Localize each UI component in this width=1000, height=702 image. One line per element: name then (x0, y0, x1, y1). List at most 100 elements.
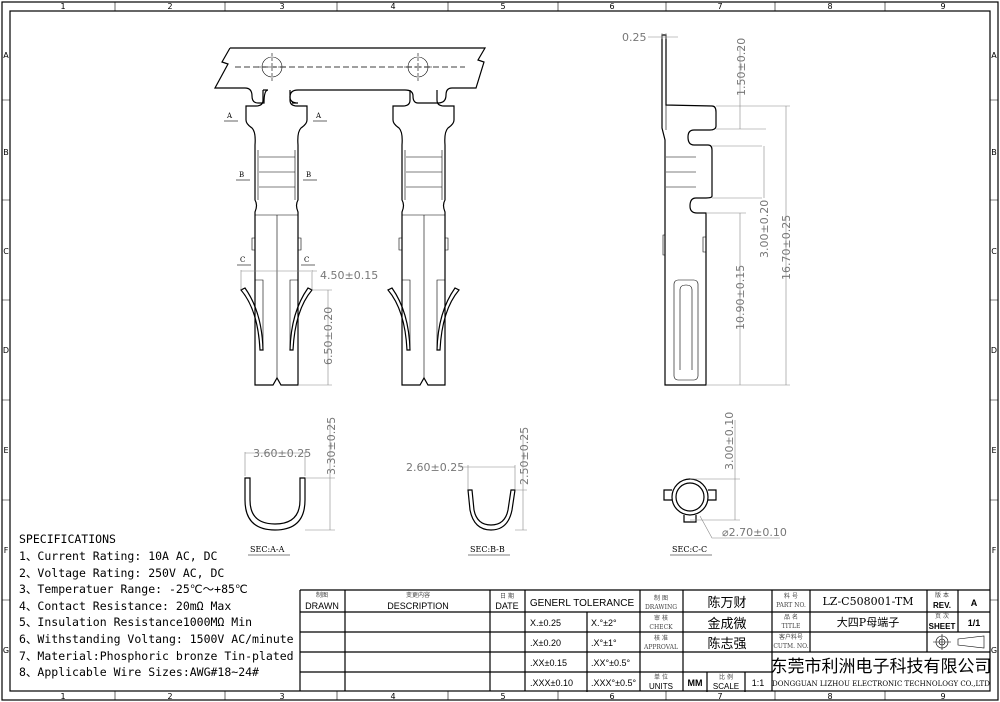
title-block-label: UNITS (649, 682, 673, 691)
grid-labels-left: A B C D E F G (3, 51, 9, 655)
part-title: 大四P母端子 (837, 615, 899, 629)
grid-col-9: 9 (940, 692, 945, 701)
company-name-en: DONGGUAN LIZHOU ELECTRONIC TECHNOLOGY CO… (772, 680, 990, 688)
tolerance-angular: .XXX°±0.5° (591, 678, 637, 688)
pilot-hole (407, 56, 429, 78)
revision: A (971, 598, 978, 608)
grid-row-d: D (3, 346, 9, 355)
title-block-label: 日 期 (500, 592, 514, 600)
title-block-label: CUTM. NO. (773, 643, 808, 650)
title-block-label: 料 号 (784, 592, 798, 600)
grid-col-7: 7 (717, 692, 722, 701)
title-block-label: 版 本 (935, 591, 949, 599)
section-mark-c: C (304, 256, 309, 264)
grid-row-e: E (991, 446, 996, 455)
title-block-label: DRAWING (645, 604, 677, 611)
dim-sec-b-height: 2.50±0.25 (518, 427, 531, 485)
grid-row-c: C (3, 247, 9, 256)
grid-col-8: 8 (827, 2, 832, 11)
dim-tab-height: 1.50±0.20 (735, 38, 748, 96)
grid-col-1: 1 (60, 692, 65, 701)
tolerance-linear: .X±0.20 (530, 638, 561, 648)
dim-sec-a-width: 3.60±0.25 (253, 447, 311, 460)
dim-sec-a-height: 3.30±0.25 (325, 417, 338, 475)
title-block-label: 页 次 (935, 612, 949, 620)
section-mark-a: A (315, 112, 322, 120)
projection-symbol-icon (933, 634, 985, 650)
title-block-label: CHECK (649, 624, 673, 631)
spec-item: 2、Voltage Rating: 250V AC, DC (19, 566, 224, 580)
grid-col-6: 6 (609, 2, 614, 11)
dim-overall-length: 16.70±0.25 (780, 215, 793, 280)
grid-labels-right: A B C D E F G (991, 51, 997, 655)
title-block-label: SCALE (713, 682, 739, 691)
grid-row-b: B (3, 148, 9, 157)
title-block-label: APPROVAL (643, 644, 678, 651)
terminal-side-view (661, 34, 717, 386)
section-a-a: 3.60±0.25 3.30±0.25 SEC:A-A (244, 417, 338, 556)
grid-col-8: 8 (827, 692, 832, 701)
title-block-label: 比 例 (719, 673, 733, 681)
grid-row-f: F (992, 546, 997, 555)
grid-row-a: A (3, 51, 9, 60)
dim-sec-c-diameter: ⌀2.70±0.10 (722, 526, 787, 539)
section-mark-a: A (226, 112, 233, 120)
title-block-label: 制 图 (654, 594, 668, 602)
title-block-label: 制图 (316, 591, 328, 599)
terminal-front-view (387, 89, 460, 386)
dim-crimp-length: 3.00±0.20 (758, 200, 771, 258)
tolerance-angular: .XX°±0.5° (591, 658, 631, 668)
carrier-strip (213, 47, 487, 104)
spec-item: 3、Temperatuer Range: -25℃～+85℃ (19, 582, 248, 596)
section-mark-c: C (240, 256, 245, 264)
company-name-cn: 东莞市利洲电子科技有限公司 (771, 657, 992, 677)
tolerance-angular: X.°±2° (591, 618, 617, 628)
description-header: DESCRIPTION (387, 601, 449, 611)
spec-item: 1、Current Rating: 10A AC, DC (19, 549, 218, 563)
spec-item: 7、Material:Phosphoric bronze Tin-plated (19, 649, 294, 663)
front-dimensions: 4.50±0.15 6.50±0.20 (240, 269, 378, 386)
terminal-front-view (240, 90, 313, 386)
spec-item: 6、Withstanding Voltang: 1500V AC/minute (19, 632, 294, 646)
title-block-label: 核 准 (654, 634, 668, 642)
grid-col-6: 6 (609, 692, 614, 701)
grid-col-4: 4 (390, 692, 395, 701)
dim-contact-length: 10.90±0.15 (734, 265, 747, 330)
dim-sec-b-width: 2.60±0.25 (406, 461, 464, 474)
dim-strip-thickness: 0.25 (622, 31, 647, 44)
part-number: LZ-C508001-TM (823, 595, 914, 608)
specifications-title: SPECIFICATIONS (19, 532, 116, 546)
tolerance-linear: .XX±0.15 (530, 658, 567, 668)
title-block-label: 单 位 (654, 673, 668, 681)
check-name: 金成微 (707, 616, 746, 632)
sheet-number: 1/1 (968, 618, 981, 628)
grid-col-5: 5 (500, 2, 505, 11)
tolerance-linear: X.±0.25 (530, 618, 561, 628)
title-block-label: 品 名 (784, 613, 798, 621)
grid-row-e: E (3, 446, 8, 455)
grid-row-a: A (991, 51, 997, 60)
grid-row-d: D (991, 346, 997, 355)
title-block-label: REV. (933, 601, 951, 610)
spec-item: 5、Insulation Resistance1000MΩ Min (19, 615, 252, 629)
grid-labels-top: 1 2 3 4 5 6 7 8 9 (60, 2, 945, 11)
grid-row-b: B (991, 148, 997, 157)
title-block-label: 审 核 (654, 614, 668, 622)
title-block: 制图 DRAWN 变更内容 DESCRIPTION 日 期 DATE GENER… (299, 589, 992, 692)
spec-item: 4、Contact Resistance: 20mΩ Max (19, 599, 231, 613)
grid-col-2: 2 (167, 692, 172, 701)
date-header: DATE (495, 601, 518, 611)
title-block-label: 变更内容 (406, 591, 430, 599)
grid-row-g: G (3, 646, 9, 655)
tolerance-linear: .XXX±0.10 (530, 678, 573, 688)
grid-col-3: 3 (279, 692, 284, 701)
tolerance-title: GENERL TOLERANCE (530, 598, 635, 609)
spec-item: 8、Applicable Wire Sizes:AWG#18~24# (19, 665, 259, 679)
section-b-label: SEC:B-B (470, 545, 505, 554)
grid-col-9: 9 (940, 2, 945, 11)
grid-row-c: C (991, 247, 997, 256)
units-value: MM (688, 678, 703, 688)
